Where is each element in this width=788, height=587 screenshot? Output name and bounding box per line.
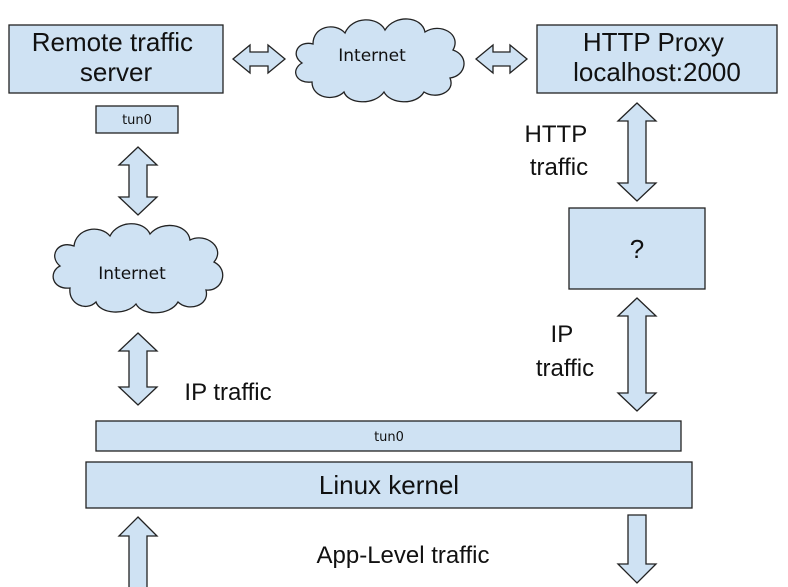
internet-top-cloud: Internet xyxy=(295,18,465,103)
internet-tun0bar-double-arrow xyxy=(117,332,159,406)
http-traffic-label: HTTP traffic xyxy=(525,121,594,181)
remote-tun0-node: tun0 xyxy=(95,105,179,134)
internet-top-label: Internet xyxy=(338,46,406,66)
tun0-internet-double-arrow xyxy=(117,146,159,216)
remote-traffic-server-node: Remote traffic server xyxy=(8,24,224,94)
internet-left-label: Internet xyxy=(98,264,166,284)
tun0-bar-label: tun0 xyxy=(374,430,404,445)
http-proxy-node: HTTP Proxy localhost:2000 xyxy=(536,24,778,94)
unknown-tun0bar-double-arrow xyxy=(616,297,658,412)
unknown-label: ? xyxy=(630,234,644,264)
app-traffic-down-arrow xyxy=(616,514,658,584)
app-level-traffic-label: App-Level traffic xyxy=(317,542,490,569)
unknown-node: ? xyxy=(568,207,706,290)
internet-left-cloud: Internet xyxy=(52,223,224,314)
tun0-bar-node: tun0 xyxy=(95,420,682,452)
http-proxy-label: HTTP Proxy localhost:2000 xyxy=(573,27,741,87)
app-traffic-up-arrow xyxy=(117,516,159,587)
linux-kernel-node: Linux kernel xyxy=(85,461,693,509)
linux-kernel-label: Linux kernel xyxy=(319,470,459,500)
proxy-unknown-double-arrow xyxy=(616,102,658,202)
internet-proxy-double-arrow xyxy=(474,43,529,75)
server-internet-double-arrow xyxy=(231,43,287,75)
ip-traffic-left-label: IP traffic xyxy=(184,379,271,406)
ip-traffic-right-label: IP traffic xyxy=(536,321,594,382)
remote-traffic-server-label: Remote traffic server xyxy=(32,27,201,87)
remote-tun0-label: tun0 xyxy=(122,113,152,128)
